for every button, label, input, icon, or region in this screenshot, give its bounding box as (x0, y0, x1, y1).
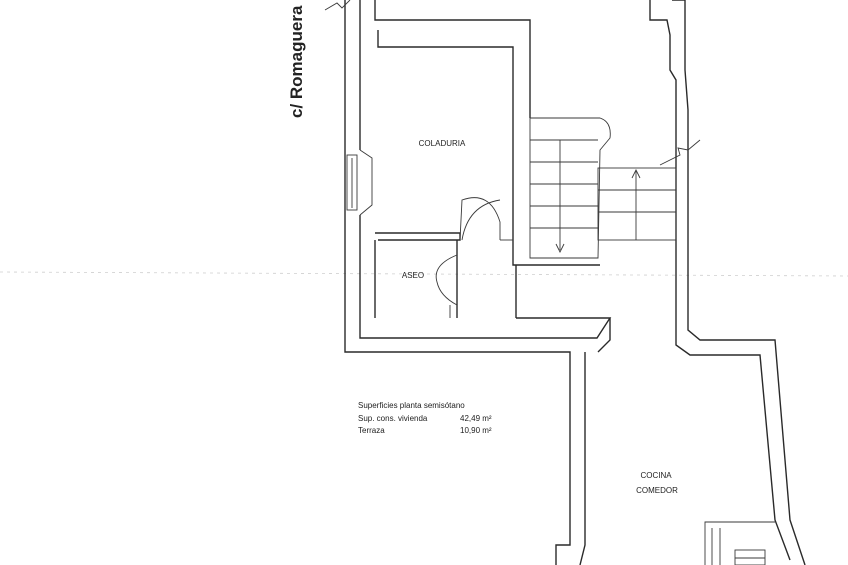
room-label-aseo: ASEO (402, 271, 424, 280)
surface-row-label: Sup. cons. vivienda (358, 414, 428, 423)
surface-row-value: 42,49 m² (460, 414, 492, 423)
coladuria-partition (375, 197, 513, 241)
surfaces-title: Superficies planta semisótano (358, 401, 465, 410)
surface-row-value: 10,90 m² (460, 426, 492, 435)
kitchen-fixtures (704, 521, 775, 565)
street-label: c/ Romaguera (287, 5, 306, 118)
scan-fold-line (0, 271, 848, 277)
surface-row-label: Terraza (358, 426, 385, 435)
surfaces-table: Superficies planta semisótano Sup. cons.… (358, 401, 492, 435)
outer-walls (344, 0, 806, 565)
window (346, 149, 373, 216)
room-label-cocina: COCINA (640, 471, 672, 480)
aseo-walls (374, 240, 458, 318)
room-label-comedor: COMEDOR (636, 486, 678, 495)
staircase (529, 117, 701, 259)
break-mark (324, 0, 351, 11)
room-label-coladuria: COLADURIA (419, 139, 466, 148)
